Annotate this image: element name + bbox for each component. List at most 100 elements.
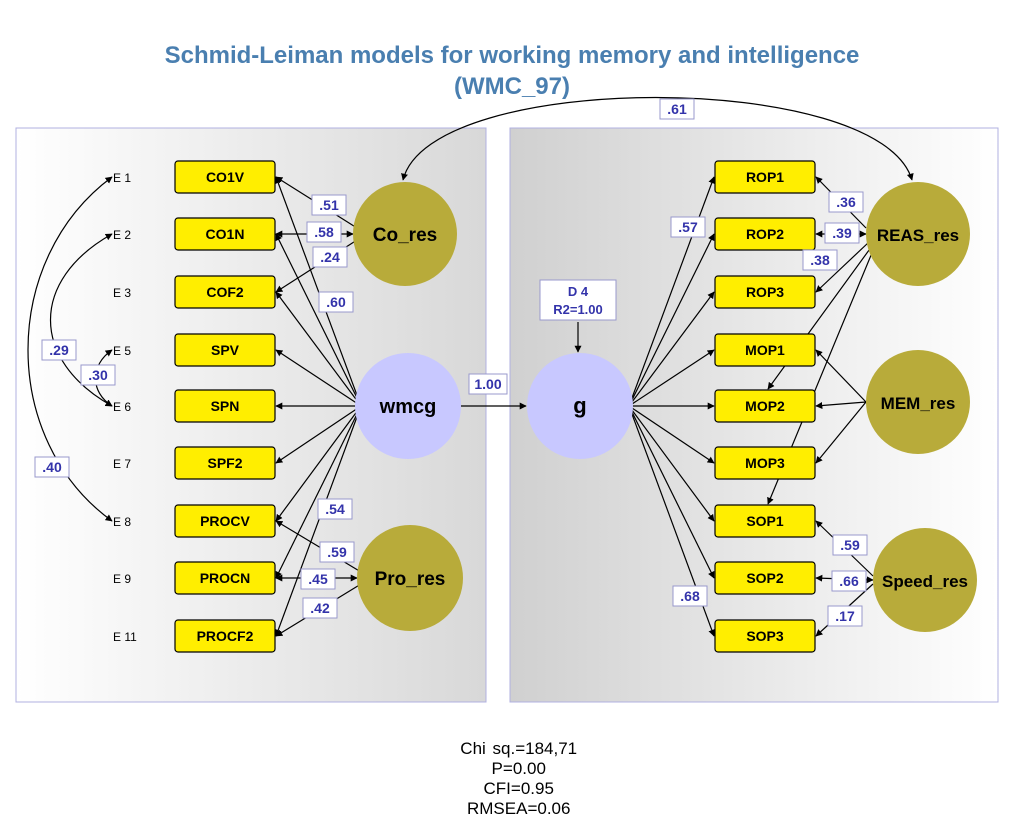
coef-prores-procn-a: .59 <box>319 541 355 563</box>
path-wmcg-procv <box>275 405 362 522</box>
diagram-title-line1: Schmid-Leiman models for working memory … <box>164 42 860 69</box>
fit-cfi: CFI=0.95 <box>483 779 554 798</box>
svg-text:PROCN: PROCN <box>200 570 251 586</box>
svg-text:R2=1.00: R2=1.00 <box>553 302 603 317</box>
path-g-rop3 <box>628 291 715 407</box>
indicator-box-procn: PROCN <box>174 561 276 595</box>
svg-text:.59: .59 <box>327 544 347 560</box>
svg-text:MOP2: MOP2 <box>745 398 785 414</box>
latent-g: g <box>527 353 633 459</box>
coef-g-sop3: .68 <box>672 585 708 607</box>
indicator-box-sop2: SOP2 <box>714 561 816 595</box>
latent-mem-res: MEM_res <box>866 350 970 454</box>
svg-text:SPN: SPN <box>211 398 240 414</box>
corr-e2-e6 <box>50 233 113 407</box>
fit-chi-square: Chi sq.=184,71 <box>460 739 578 758</box>
svg-text:.51: .51 <box>319 197 339 213</box>
svg-text:ROP2: ROP2 <box>746 226 784 242</box>
svg-text:.58: .58 <box>314 224 334 240</box>
path-wmcg-co1n <box>275 233 362 407</box>
svg-text:COF2: COF2 <box>206 284 244 300</box>
error-label-e9: E 9 <box>113 572 131 586</box>
indicator-box-mop1: MOP1 <box>714 333 816 367</box>
coef-prores-procv: .54 <box>317 498 353 520</box>
path-g-sop2 <box>628 405 715 579</box>
latent-pro-res: Pro_res <box>357 525 463 631</box>
svg-text:.45: .45 <box>308 571 328 587</box>
path-wmcg-spv <box>275 349 362 407</box>
coef-prores-procn-b: .45 <box>300 568 336 590</box>
indicator-box-mop3: MOP3 <box>714 446 816 480</box>
svg-text:SPF2: SPF2 <box>207 455 242 471</box>
latent-speed-res: Speed_res <box>873 528 977 632</box>
error-label-e5: E 5 <box>113 344 131 358</box>
svg-text:SPV: SPV <box>211 342 240 358</box>
indicator-box-co1v: CO1V <box>174 160 276 194</box>
coef-corr-e1-e8: .40 <box>34 456 70 478</box>
error-label-e2: E 2 <box>113 228 131 242</box>
path-g-mop3 <box>628 405 715 464</box>
coef-wmcg-cof2: .60 <box>318 291 354 313</box>
fit-rmsea: RMSEA=0.06 <box>466 799 571 818</box>
coef-corr-e2-e6: .29 <box>41 339 77 361</box>
error-label-e1: E 1 <box>113 171 131 185</box>
path-mem-mop1 <box>815 349 867 403</box>
indicator-box-spf2: SPF2 <box>174 446 276 480</box>
path-mem-mop3 <box>815 401 867 464</box>
coef-speed-sop3: .17 <box>827 605 863 627</box>
svg-text:.59: .59 <box>840 537 860 553</box>
indicator-box-rop1: ROP1 <box>714 160 816 194</box>
svg-text:ROP1: ROP1 <box>746 169 784 185</box>
svg-text:PROCF2: PROCF2 <box>197 628 254 644</box>
svg-text:.36: .36 <box>836 194 856 210</box>
svg-text:PROCV: PROCV <box>200 513 250 529</box>
indicator-box-cof2: COF2 <box>174 275 276 309</box>
latent-reas-res: REAS_res <box>866 182 970 286</box>
path-prores-procv <box>275 520 362 573</box>
svg-text:Pro_res: Pro_res <box>375 569 446 590</box>
svg-text:.29: .29 <box>49 342 69 358</box>
svg-text:.40: .40 <box>42 459 62 475</box>
fit-statistics: Chi sq.=184,71 P=0.00 CFI=0.95 RMSEA=0.0… <box>0 719 1024 819</box>
path-g-rop2 <box>628 233 715 407</box>
svg-text:.54: .54 <box>325 501 345 517</box>
svg-text:.60: .60 <box>326 294 346 310</box>
coef-wmcg-g: 1.00 <box>468 373 508 395</box>
coef-reas-rop3: .38 <box>802 249 838 271</box>
path-g-mop1 <box>628 349 715 407</box>
latent-wmcg: wmcg <box>355 353 461 459</box>
svg-text:.38: .38 <box>810 252 830 268</box>
svg-text:CO1N: CO1N <box>206 226 245 242</box>
indicator-box-rop2: ROP2 <box>714 217 816 251</box>
indicator-box-mop2: MOP2 <box>714 389 816 423</box>
latent-co-res: Co_res <box>353 182 457 286</box>
corr-cores-reasres <box>401 97 914 181</box>
indicator-box-spn: SPN <box>174 389 276 423</box>
path-mem-mop2 <box>815 401 867 409</box>
coef-speed-sop1: .59 <box>832 534 868 556</box>
svg-text:.66: .66 <box>839 573 859 589</box>
coef-reas-rop2: .39 <box>824 222 860 244</box>
indicator-box-procv: PROCV <box>174 504 276 538</box>
error-label-e6: E 6 <box>113 400 131 414</box>
disturbance-d4: D 4R2=1.00 <box>539 279 617 321</box>
svg-text:MOP3: MOP3 <box>745 455 785 471</box>
error-label-e7: E 7 <box>113 457 131 471</box>
coef-cores-cof2: .24 <box>312 246 348 268</box>
svg-text:SOP3: SOP3 <box>746 628 784 644</box>
error-label-e11: E 11 <box>113 630 137 644</box>
svg-text:1.00: 1.00 <box>474 376 501 392</box>
svg-text:ROP3: ROP3 <box>746 284 784 300</box>
path-g-sop1 <box>628 405 715 522</box>
svg-text:MOP1: MOP1 <box>745 342 785 358</box>
error-label-e3: E 3 <box>113 286 131 300</box>
svg-text:SOP1: SOP1 <box>746 513 784 529</box>
indicator-box-spv: SPV <box>174 333 276 367</box>
diagram-title-line2: (WMC_97) <box>453 73 570 100</box>
svg-text:CO1V: CO1V <box>206 169 245 185</box>
svg-text:.61: .61 <box>667 101 687 117</box>
svg-text:SOP2: SOP2 <box>746 570 784 586</box>
indicator-box-sop3: SOP3 <box>714 619 816 653</box>
svg-text:Speed_res: Speed_res <box>882 572 968 591</box>
